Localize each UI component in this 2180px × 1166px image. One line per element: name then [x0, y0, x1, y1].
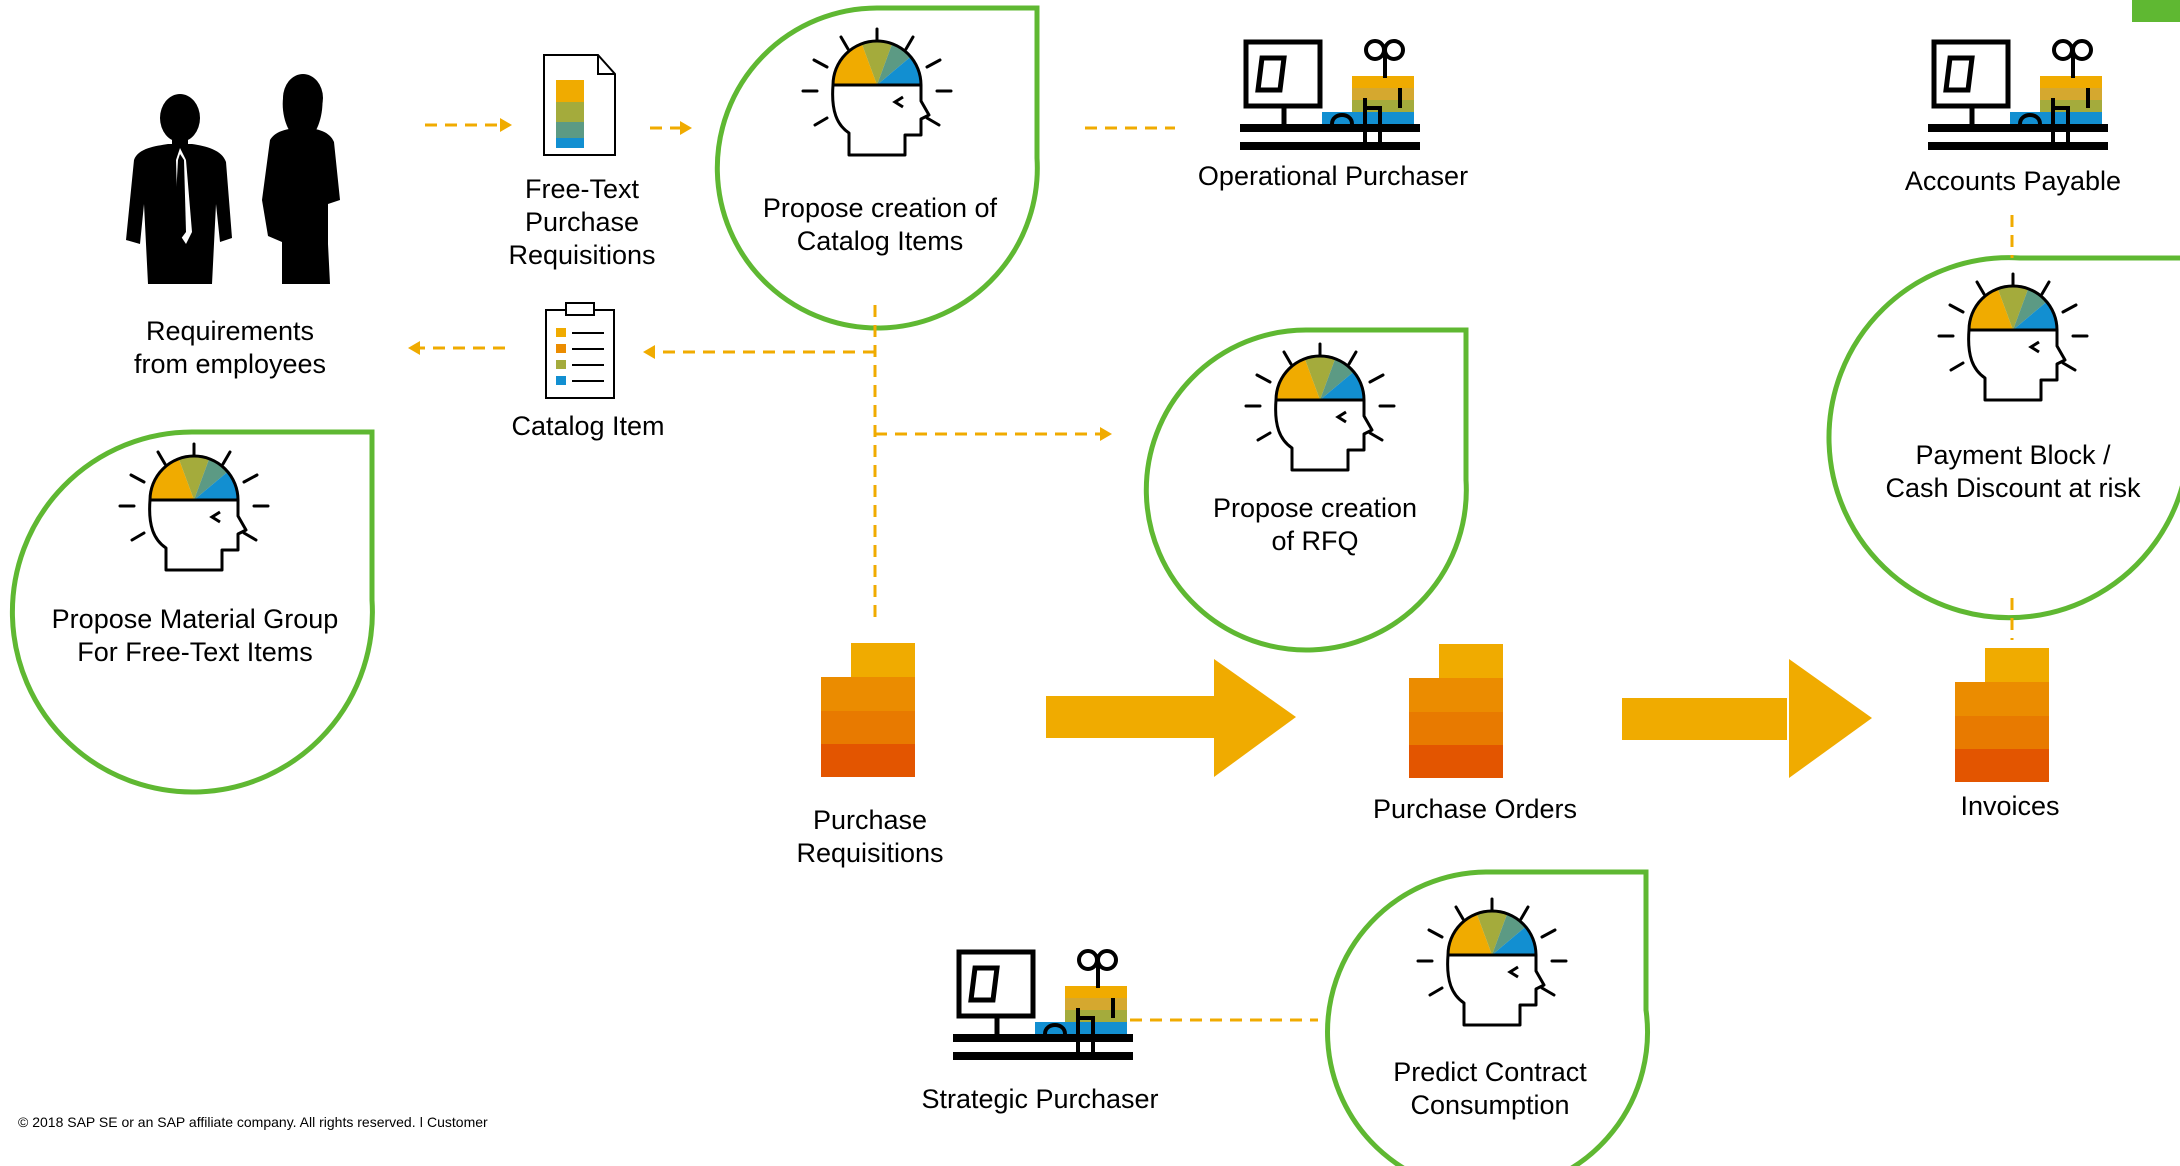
node-label: Requisitions: [796, 838, 944, 868]
node-label: Requisitions: [508, 240, 656, 270]
footer-copyright: © 2018 SAP SE or an SAP affiliate compan…: [18, 1114, 488, 1130]
node-invoices: Invoices: [1900, 790, 2120, 823]
node-label: Free-Text: [524, 174, 640, 204]
arrow-icon: [408, 118, 1112, 441]
node-operational-purchaser: Operational Purchaser: [1168, 160, 1498, 193]
brain-icon: [801, 27, 953, 157]
stacked-document-icon: [1955, 648, 2049, 782]
node-strategic-purchaser: Strategic Purchaser: [900, 1083, 1180, 1116]
scenario-label: Propose creation of: [762, 193, 998, 223]
ml-scenario-payment-block: Payment Block / Cash Discount at risk: [1858, 439, 2168, 505]
node-label: Catalog Item: [511, 411, 665, 441]
node-label: Invoices: [1960, 791, 2060, 821]
purchaser-desk-icon: [1928, 41, 2108, 150]
ml-scenario-contract: Predict Contract Consumption: [1345, 1056, 1635, 1122]
scenario-label: of RFQ: [1271, 526, 1359, 556]
brain-icon: [1937, 272, 2089, 402]
purchaser-desk-icon: [1240, 41, 1420, 150]
node-purchase-orders: Purchase Orders: [1340, 793, 1610, 826]
scenario-label: Cash Discount at risk: [1885, 473, 2141, 503]
leaf-frame-rfq: [1143, 327, 1469, 653]
arrow-icon: [1046, 659, 1872, 778]
purchaser-desk-icon: [953, 951, 1133, 1060]
scenario-label: Predict Contract: [1393, 1057, 1587, 1087]
node-label: Requirements: [145, 316, 315, 346]
node-label: Operational Purchaser: [1197, 161, 1469, 191]
accent-tab: [2132, 0, 2180, 22]
node-label: Purchase: [524, 207, 640, 237]
ml-scenario-material-group: Propose Material Group For Free-Text Ite…: [30, 603, 360, 669]
dashed-connectors: [420, 123, 2014, 1022]
stacked-document-icon: [821, 643, 915, 777]
node-purchase-requisitions: Purchase Requisitions: [740, 804, 1000, 870]
stacked-document-icon: [1409, 644, 1503, 778]
scenario-label: Catalog Items: [796, 226, 964, 256]
node-label: from employees: [133, 349, 327, 379]
ml-scenario-rfq: Propose creation of RFQ: [1180, 492, 1450, 558]
scenario-label: Consumption: [1410, 1090, 1570, 1120]
leaf-frame-material-group: [9, 429, 375, 795]
node-free-text-pr: Free-Text Purchase Requisitions: [467, 173, 697, 272]
scenario-label: Propose creation: [1212, 493, 1418, 523]
node-catalog-item: Catalog Item: [478, 410, 698, 443]
brain-icon: [1416, 897, 1568, 1027]
node-label: Purchase: [812, 805, 928, 835]
node-label: Accounts Payable: [1904, 166, 2122, 196]
ml-scenario-catalog: Propose creation of Catalog Items: [730, 192, 1030, 258]
leaf-frame-catalog: [714, 5, 1040, 331]
brain-icon: [1244, 342, 1396, 472]
leaf-frame-payment-block: [1826, 255, 2180, 621]
people-icon: [126, 74, 340, 284]
checklist-icon: [545, 302, 615, 399]
leaf-frame-contract: [1325, 869, 1651, 1166]
node-requirements: Requirements from employees: [100, 315, 360, 381]
node-accounts-payable: Accounts Payable: [1868, 165, 2158, 198]
node-label: Strategic Purchaser: [921, 1084, 1159, 1114]
document-icon: [543, 54, 616, 156]
scenario-label: Propose Material Group: [51, 604, 339, 634]
scenario-label: Payment Block /: [1915, 440, 2111, 470]
brain-icon: [118, 442, 270, 572]
node-label: Purchase Orders: [1372, 794, 1578, 824]
scenario-label: For Free-Text Items: [77, 637, 313, 667]
